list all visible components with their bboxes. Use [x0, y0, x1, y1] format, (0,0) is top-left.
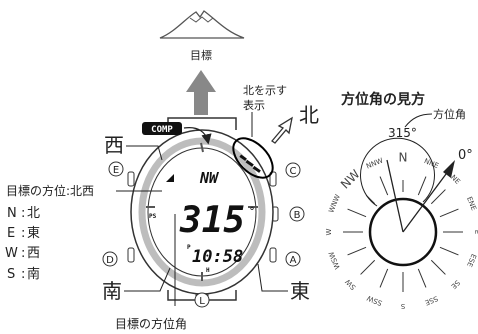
- tick-ssw: [379, 268, 389, 288]
- north-pointer-arrowhead: [443, 160, 455, 178]
- direction-code: NW: [199, 169, 220, 187]
- north-pointer-segments: [239, 154, 261, 173]
- legend-item-e: E : 東: [7, 225, 40, 241]
- compass-label-ssw: SSW: [366, 294, 384, 307]
- legend-item-s: S : 南: [7, 266, 40, 282]
- legend-item-w: W : 西: [5, 246, 40, 261]
- zero-degree-value: 0°: [458, 148, 473, 163]
- compass-label-sse: SSE: [424, 294, 439, 306]
- p-mark: P: [187, 244, 191, 251]
- button-l[interactable]: L: [194, 292, 210, 308]
- west-label: 西: [104, 133, 124, 157]
- north-arrow-icon: [271, 116, 293, 144]
- compass-label-sw: SW: [344, 277, 358, 291]
- tick-wsw: [347, 246, 367, 256]
- north-display-label-line1: 北を示す: [243, 84, 287, 97]
- svg-text:N: N: [7, 206, 17, 221]
- button-c[interactable]: C: [285, 162, 301, 178]
- tick-sw: [360, 259, 376, 275]
- east-leader: [257, 263, 288, 292]
- comp-curved-arrow: [183, 126, 212, 145]
- compass-label-n: N: [399, 151, 408, 165]
- time-display: 10:58: [192, 247, 243, 267]
- target-label: 目標: [190, 48, 212, 62]
- svg-text::: :: [21, 206, 25, 221]
- target-angle-label: 目標の方位角: [115, 316, 187, 331]
- svg-text:S: S: [7, 267, 15, 282]
- compass-label-ene: ENE: [465, 196, 478, 212]
- compass-label-nnw: NNW: [365, 157, 384, 171]
- compass-label-nw: NW: [338, 167, 363, 192]
- svg-text:D: D: [106, 255, 114, 266]
- degree-mark: °: [249, 206, 255, 217]
- legend-item-n: N : 北: [7, 206, 40, 221]
- angle-value: 315°: [388, 126, 417, 140]
- svg-text:E: E: [7, 226, 15, 241]
- tick-sse: [417, 268, 427, 288]
- ps-mark: PS: [149, 213, 157, 220]
- button-b[interactable]: B: [289, 206, 305, 222]
- tick-ene: [439, 208, 459, 218]
- south-label: 南: [102, 279, 122, 303]
- h-mark: H: [206, 267, 210, 274]
- svg-text:東: 東: [27, 225, 40, 241]
- compass-label-e: E: [473, 230, 478, 234]
- angle-arc: [360, 137, 435, 207]
- target-direction-arrow: [186, 70, 216, 115]
- tick-nnw: [379, 176, 389, 196]
- svg-text:COMP: COMP: [151, 125, 173, 135]
- svg-text::: :: [21, 226, 25, 241]
- east-label: 東: [290, 279, 310, 303]
- compass-label-ese: ESE: [465, 253, 477, 268]
- svg-text:西: 西: [27, 246, 40, 261]
- nw-pointer-line: [386, 159, 404, 233]
- bearing-value: 315: [179, 200, 245, 241]
- compass-label-se: SE: [449, 278, 461, 290]
- how-to-read-title: 方位角の見方: [341, 91, 425, 108]
- svg-text:B: B: [294, 210, 301, 221]
- compass-label-wsw: WSW: [327, 250, 341, 270]
- target-pointer-icon: [166, 174, 174, 182]
- comp-badge: COMP: [142, 122, 182, 135]
- button-e[interactable]: E: [108, 161, 124, 177]
- north-indicator-highlight: [232, 137, 274, 179]
- svg-text::: :: [21, 267, 25, 282]
- svg-text::: :: [21, 246, 25, 261]
- compass-label-w: W: [325, 228, 333, 235]
- north-display-label-line2: 表示: [243, 98, 265, 112]
- compass-label-wnw: WNW: [327, 193, 342, 214]
- svg-text:南: 南: [27, 266, 40, 282]
- angle-label-leader: [404, 113, 433, 128]
- svg-text:L: L: [199, 296, 205, 307]
- compass-label-s: S: [400, 302, 405, 310]
- north-pointer-line: [402, 169, 450, 233]
- tick-se: [430, 259, 446, 275]
- svg-text:A: A: [290, 255, 297, 266]
- svg-text:W: W: [5, 246, 18, 261]
- mountain-icon: [159, 10, 245, 39]
- tick-wnw: [347, 208, 367, 218]
- button-a[interactable]: A: [285, 251, 301, 267]
- compass-circle: [368, 197, 438, 267]
- angle-label: 方位角: [433, 107, 466, 121]
- tick-ese: [439, 246, 459, 256]
- svg-text:C: C: [290, 166, 297, 177]
- north-kanji: 北: [299, 103, 319, 127]
- target-bearing-title: 目標の方位:北西: [6, 183, 94, 198]
- compass-rose: NNNENEENEEESESESSESSSWSWWSWWWNWNWNNW: [325, 137, 478, 310]
- legend: N : 北 E : 東 W : 西 S : 南: [5, 206, 40, 282]
- west-leader: [126, 145, 163, 161]
- tick-ne: [430, 189, 446, 205]
- svg-text:北: 北: [27, 206, 40, 221]
- tick-nne: [417, 176, 427, 196]
- south-leader: [124, 267, 171, 292]
- button-d[interactable]: D: [102, 251, 118, 267]
- svg-text:E: E: [113, 165, 119, 176]
